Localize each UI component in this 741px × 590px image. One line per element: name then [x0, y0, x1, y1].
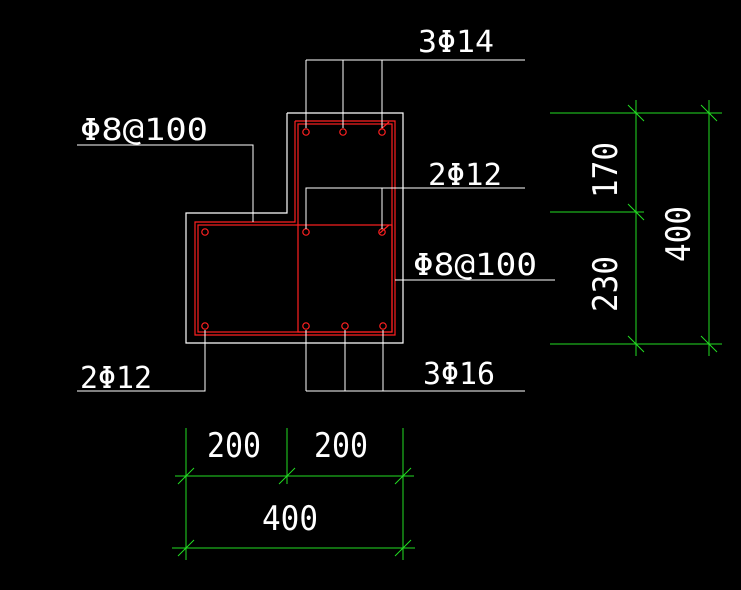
dim-vertical-upper: 170	[586, 142, 626, 198]
rebar-bars	[201, 128, 387, 330]
rebar-mid-1	[302, 228, 310, 236]
dim-horizontal-right: 200	[314, 426, 368, 466]
horizontal-dimensions	[172, 428, 415, 560]
label-middle-bars: 2Φ12	[428, 158, 502, 193]
rebar-bot-1	[302, 322, 310, 330]
rebar-left-2	[201, 322, 209, 330]
dim-horizontal-left: 200	[207, 426, 261, 466]
vertical-dimension-text: 170 230 400	[586, 142, 699, 312]
label-stirrup-upper: Φ8@100	[80, 113, 208, 148]
leader-lines	[77, 59, 555, 392]
label-stirrup-right: Φ8@100	[413, 248, 537, 283]
label-left-bars: 2Φ12	[80, 361, 152, 396]
horizontal-dimension-text: 200 200 400	[207, 426, 368, 539]
label-top-bars: 3Φ14	[418, 25, 494, 60]
stirrup-loops	[194, 120, 396, 336]
rebar-top-2	[339, 128, 347, 136]
rebar-top-3	[378, 128, 386, 136]
rebar-labels: 3Φ14 Φ8@100 2Φ12 Φ8@100 2Φ12 3Φ16	[80, 25, 537, 396]
dim-vertical-total: 400	[659, 206, 699, 262]
rebar-top-1	[302, 128, 310, 136]
vertical-dimensions	[550, 100, 722, 356]
rebar-bot-3	[379, 322, 387, 330]
rebar-bot-2	[341, 322, 349, 330]
rebar-left-1	[201, 228, 209, 236]
label-bottom-bars: 3Φ16	[423, 357, 495, 392]
section-outline	[185, 112, 404, 344]
dim-horizontal-total: 400	[262, 499, 318, 539]
dim-vertical-lower: 230	[586, 256, 626, 312]
